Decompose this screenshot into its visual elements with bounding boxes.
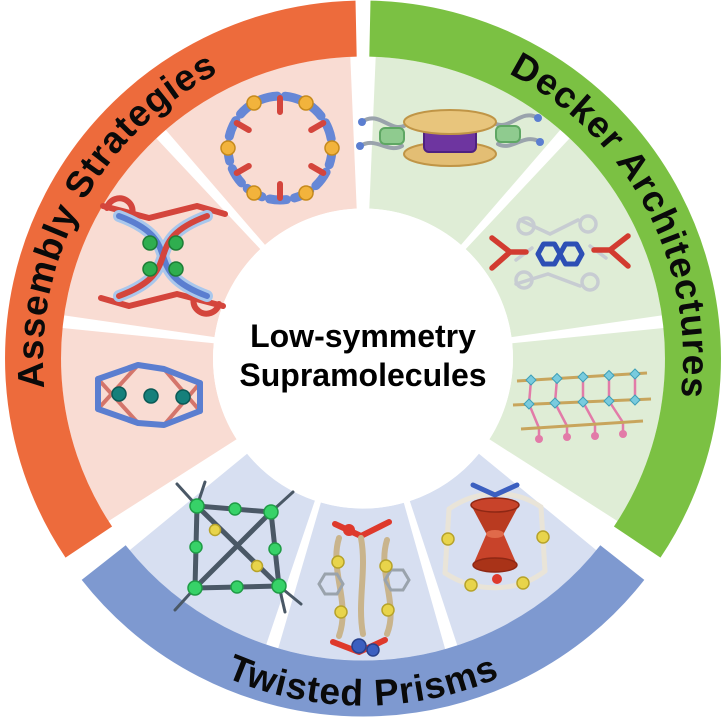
stacked-ligand-complex-icon [489, 214, 631, 292]
sector-green-prism [129, 453, 315, 645]
center-title-line2: Supramolecules [239, 357, 486, 393]
arc-band-assembly-strategies [5, 0, 357, 558]
twisted-prism-green-icon [173, 480, 303, 614]
trefoil-knot-icon [98, 195, 228, 317]
arc-band-decker-architectures [369, 0, 721, 558]
twisted-prism-tan-icon [317, 519, 411, 657]
center-title-line1: Low-symmetry [250, 318, 476, 354]
center-disc [213, 208, 513, 509]
macrocycle-ring-icon [220, 91, 340, 205]
sector-knot [64, 138, 261, 338]
multi-layer-deck-icon [512, 368, 652, 443]
arc-band-twisted-prisms [81, 545, 645, 717]
twisted-prism-red-cups-icon [441, 482, 550, 592]
double-decker-sandwich-icon [356, 109, 544, 167]
metal-organic-cage-icon [95, 362, 203, 428]
sector-complex [465, 138, 662, 338]
